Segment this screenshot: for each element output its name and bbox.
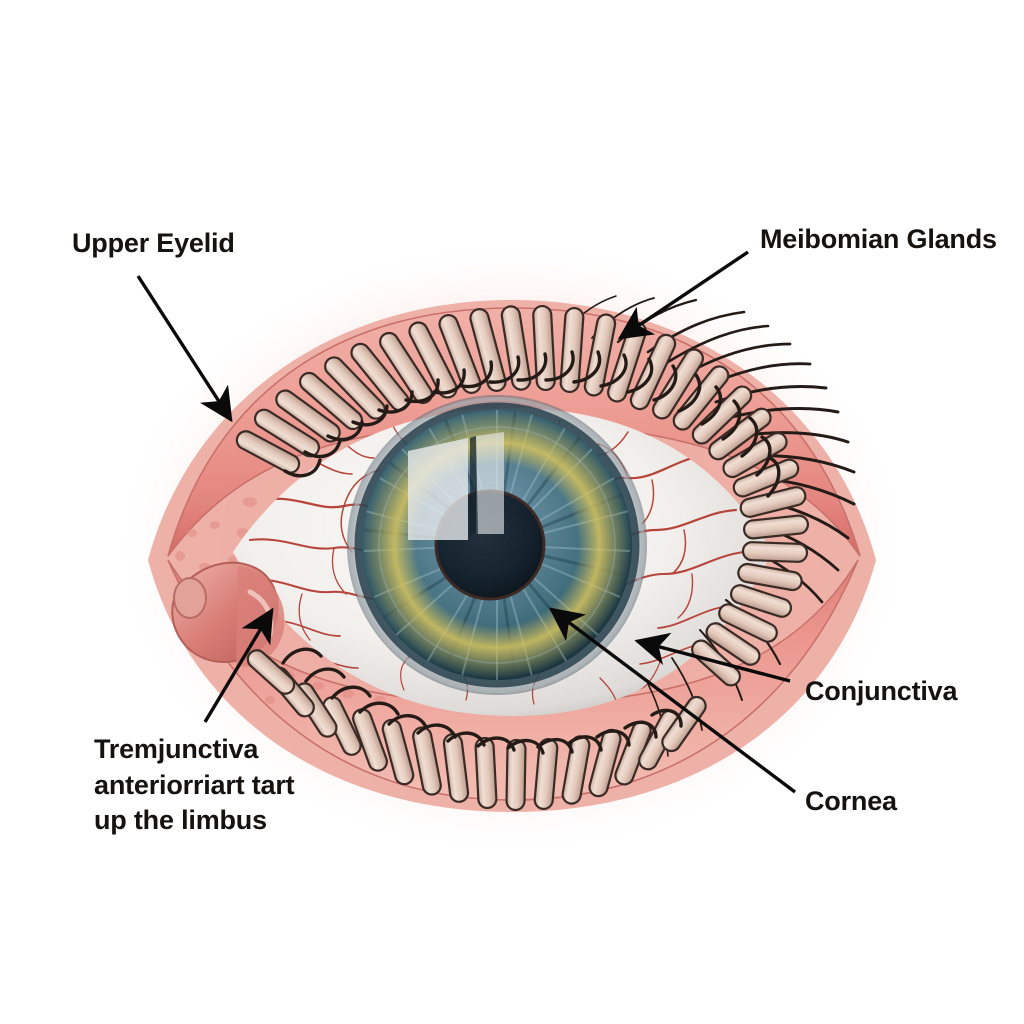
leader-cornea	[548, 607, 797, 794]
limbus-ring	[354, 402, 640, 688]
meibomian-glands-upper	[235, 304, 809, 687]
label-upper-eyelid: Upper Eyelid	[72, 228, 235, 258]
label-limbus-line-3: up the limbus	[94, 805, 267, 836]
leader-upper-eyelid	[136, 275, 233, 423]
leader-limbus-note	[203, 607, 274, 723]
iris-outer-ring	[378, 426, 616, 664]
leader-meibomian-glands	[617, 250, 749, 340]
meibomian-glands-lower	[246, 647, 707, 812]
label-limbus-line-1: Tremjunctiva	[94, 734, 259, 764]
label-limbus-note: Tremjunctiva anteriorriart tart up the l…	[94, 732, 334, 839]
cornea-rim	[349, 397, 645, 693]
label-limbus-line-2: anteriorriart tart	[94, 769, 295, 800]
leader-conjunctiva	[634, 632, 791, 683]
label-leader-lines	[136, 250, 797, 794]
label-conjunctiva: Conjunctiva	[805, 676, 958, 706]
corneal-highlight	[408, 432, 504, 540]
label-meibomian-glands: Meibomian Glands	[760, 224, 997, 254]
label-cornea: Cornea	[805, 786, 897, 816]
